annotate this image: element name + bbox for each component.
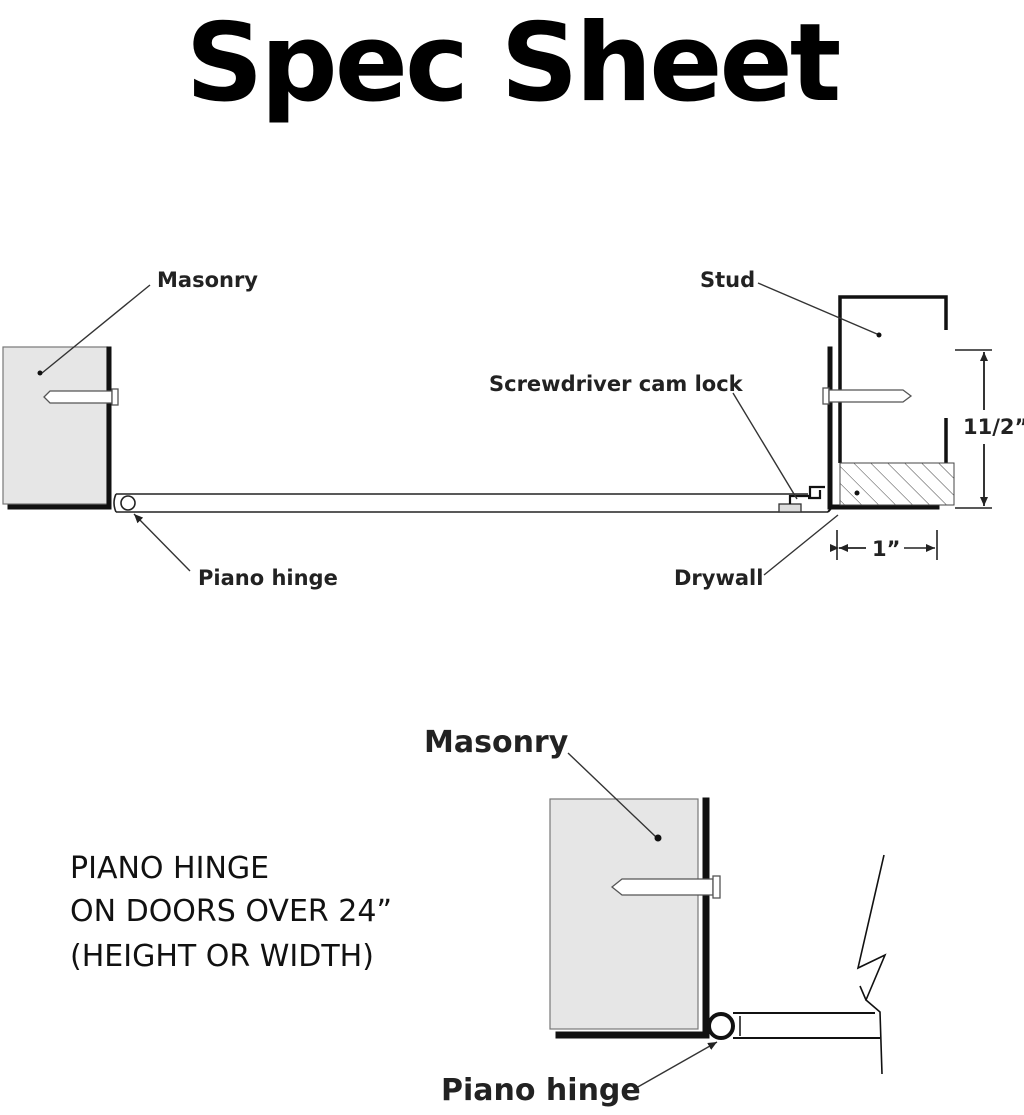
masonry-anchor-left — [43, 388, 119, 406]
bottom-detail: PIANO HINGE ON DOORS OVER 24” (HEIGHT OR… — [70, 725, 887, 1108]
break-line — [856, 854, 887, 1075]
label-cam-lock: Screwdriver cam lock — [489, 372, 744, 396]
piano-hinge-knuckle — [120, 495, 136, 511]
page-title: Spec Sheet — [185, 1, 842, 126]
label-piano-hinge-top: Piano hinge — [198, 566, 338, 590]
label-masonry-bottom: Masonry — [424, 725, 569, 760]
masonry-block-left — [2, 346, 108, 505]
note-line-2: ON DOORS OVER 24” — [70, 894, 392, 929]
note-line-3: (HEIGHT OR WIDTH) — [70, 939, 374, 974]
label-stud: Stud — [700, 268, 755, 292]
label-piano-hinge-bottom: Piano hinge — [441, 1073, 641, 1108]
masonry-block-bottom — [549, 798, 699, 1030]
masonry-anchor-bottom — [610, 875, 721, 899]
label-drywall: Drywall — [674, 566, 763, 590]
note-line-1: PIANO HINGE — [70, 851, 269, 886]
top-detail: 11/2” 1” Masonry Stud Screwdriver cam lo… — [2, 268, 1024, 590]
dimension-width: 1” — [830, 530, 938, 561]
drywall-section — [839, 462, 955, 506]
piano-hinge-knuckle-bottom — [707, 1012, 735, 1040]
label-masonry-top: Masonry — [157, 268, 258, 292]
stud-anchor — [822, 387, 913, 405]
door-panel — [113, 493, 828, 513]
dimension-height: 11/2” — [955, 349, 1024, 509]
dimension-height-label: 11/2” — [963, 415, 1024, 439]
stud-channel — [838, 295, 948, 463]
door-panel-bottom — [733, 854, 887, 1075]
dimension-width-label: 1” — [872, 537, 900, 561]
cam-lock — [778, 485, 825, 513]
